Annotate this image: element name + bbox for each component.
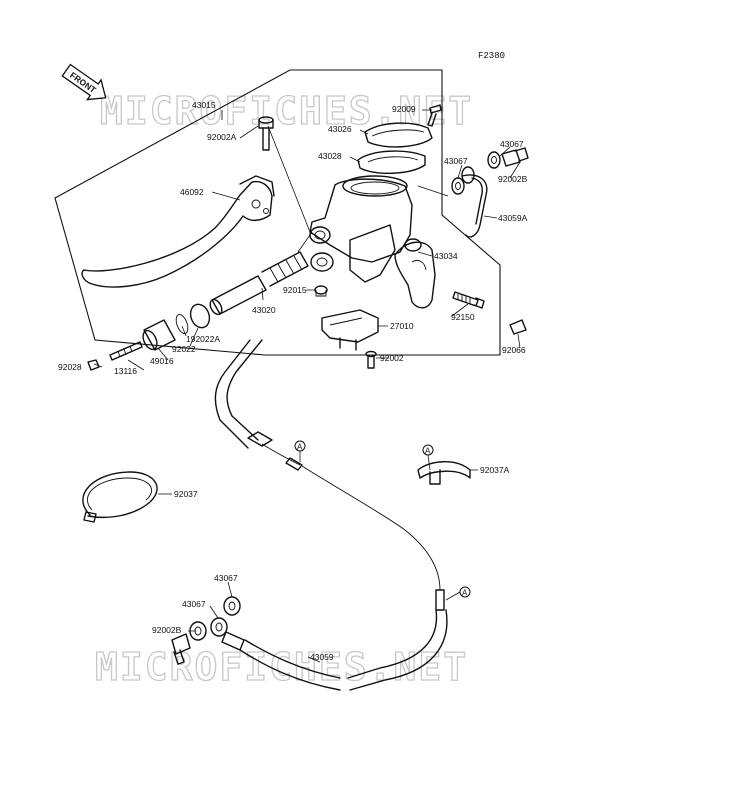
leader-lines (93, 109, 521, 371)
boot-92015 (314, 285, 328, 297)
label-43028: 43028 (318, 151, 342, 161)
leader-lines-lower (158, 469, 478, 663)
svg-text:A: A (425, 447, 431, 456)
clutch-lever (81, 175, 275, 288)
figure-code: F2380 (478, 51, 505, 61)
clutch-hose-43059A (461, 166, 488, 238)
label-92028: 92028 (58, 362, 82, 372)
lower-clutch-line (214, 339, 448, 691)
nut-92028 (87, 359, 100, 371)
ref-marker-A-3: A (445, 586, 471, 601)
reservoir-diaphragm (357, 150, 426, 175)
label-49016: 49016 (150, 356, 174, 366)
label-43015: 43015 (192, 100, 216, 110)
label-92066: 92066 (502, 345, 526, 355)
cap-screw-92009 (427, 104, 442, 127)
label-43067-c: 43067 (214, 573, 238, 583)
cable-clip-92037A (417, 461, 471, 485)
banjo-bolt-bottom (171, 633, 191, 665)
watermark-top: MICROFICHES.NET (100, 89, 473, 133)
watermark-bottom: MICROFICHES.NET (95, 645, 468, 689)
push-rod-13116 (109, 341, 143, 361)
label-43067-d: 43067 (182, 599, 206, 609)
label-92150: 92150 (451, 312, 475, 322)
label-92015: 92015 (283, 285, 307, 295)
circlip (175, 303, 211, 335)
label-43020: 43020 (252, 305, 276, 315)
dust-seal-49016 (142, 319, 176, 351)
label-13116: 13116 (114, 366, 137, 376)
handlebar-clamp (394, 241, 436, 309)
svg-text:A: A (297, 443, 303, 452)
label-27010: 27010 (390, 321, 414, 331)
master-cylinder-body (309, 175, 422, 283)
label-92002A: 92002A (207, 132, 237, 142)
clamp-bolt-92150 (452, 291, 485, 309)
label-92002: 92002 (380, 353, 404, 363)
label-92009: 92009 (392, 104, 416, 114)
label-192022A: 192022A (186, 334, 220, 344)
label-46092: 46092 (180, 187, 204, 197)
label-92022: 92022 (172, 344, 196, 354)
label-43026: 43026 (328, 124, 352, 134)
svg-text:A: A (462, 589, 468, 598)
hose-ring-92037 (82, 471, 158, 523)
ref-marker-A-1: A (294, 440, 306, 462)
pivot-bolt-92002A (258, 116, 274, 151)
label-43067-a: 43067 (500, 139, 524, 149)
label-43059A: 43059A (498, 213, 528, 223)
label-92002B-top: 92002B (498, 174, 528, 184)
ref-marker-A-2: A (422, 444, 434, 471)
switch-screw-92002 (365, 350, 377, 369)
piston-assembly (209, 251, 309, 316)
label-43034: 43034 (434, 251, 458, 261)
label-92037: 92037 (174, 489, 198, 499)
label-92037A: 92037A (480, 465, 510, 475)
cap-92066 (509, 319, 527, 335)
label-43067-b: 43067 (444, 156, 468, 166)
reservoir-cap (364, 122, 433, 148)
label-43059: 43059 (310, 652, 334, 662)
label-92002B-bottom: 92002B (152, 625, 182, 635)
clutch-switch (321, 309, 379, 351)
